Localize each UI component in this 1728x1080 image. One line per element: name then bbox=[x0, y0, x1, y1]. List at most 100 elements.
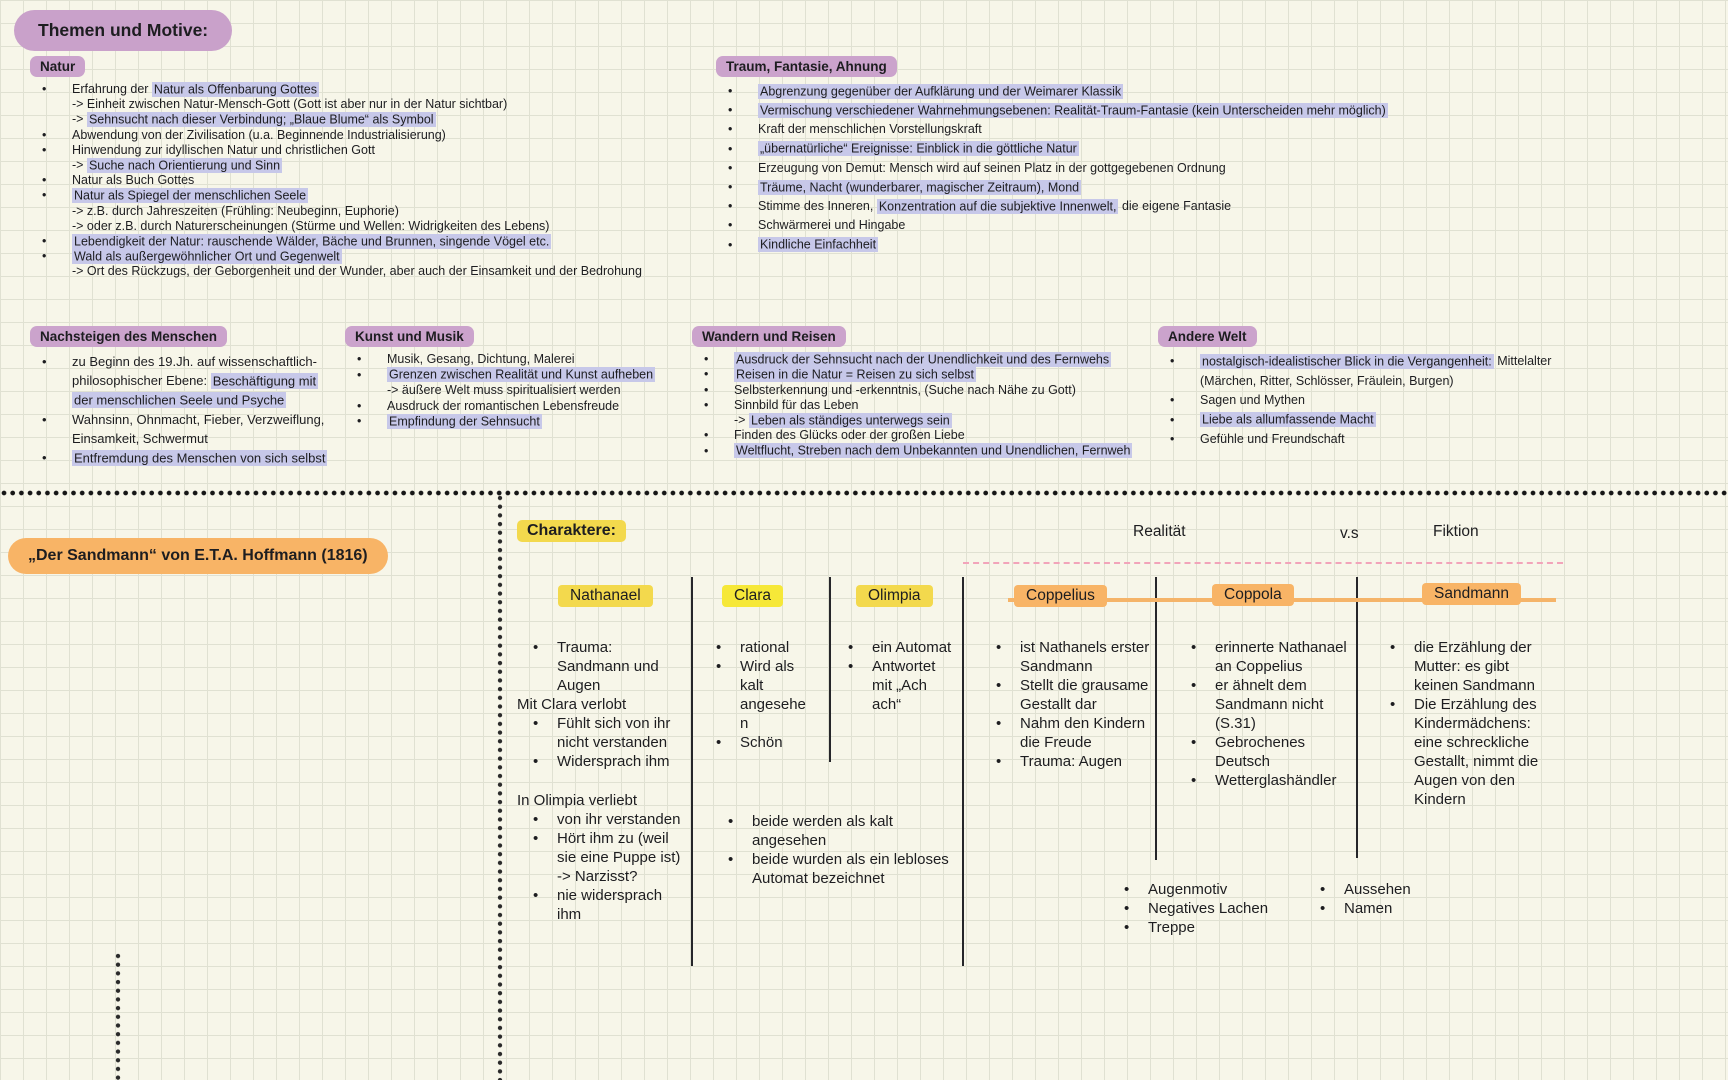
character-column-sandmann: die Erzählung der Mutter: es gibt keinen… bbox=[1374, 638, 1556, 809]
highlighted-text: Konzentration auf die subjektive Innenwe… bbox=[876, 198, 1119, 214]
note-text: Natur als Buch Gottes bbox=[72, 173, 195, 188]
note-line: -> Leben als ständiges unterwegs sein bbox=[692, 412, 1172, 428]
dotted-divider-horizontal bbox=[0, 489, 1728, 497]
note-line: erinnerte Nathanael an Coppelius bbox=[1175, 638, 1351, 676]
section-natur-list: Erfahrung der Natur als Offenbarung Gott… bbox=[30, 81, 720, 280]
note-text: Hinwendung zur idyllischen Natur und chr… bbox=[72, 142, 375, 157]
note-line: -> oder z.B. durch Naturerscheinungen (S… bbox=[30, 219, 720, 234]
note-line: von ihr verstanden bbox=[517, 810, 692, 829]
section-traum-title: Traum, Fantasie, Ahnung bbox=[716, 56, 897, 77]
note-text: Kraft der menschlichen Vorstellungskraft bbox=[758, 122, 982, 137]
section-natur-title: Natur bbox=[30, 56, 86, 77]
note-line: Namen bbox=[1304, 899, 1464, 918]
clara-notes: rationalWird als kalt angesehe nSchön bbox=[700, 638, 822, 752]
note-line: Empfindung der Sehnsucht bbox=[345, 413, 680, 430]
note-line: Abgrenzung gegenüber der Aufklärung und … bbox=[716, 82, 1480, 101]
note-text: In Olimpia verliebt bbox=[517, 792, 638, 809]
highlighted-text: Empfindung der Sehnsucht bbox=[387, 413, 542, 429]
note-line: Träume, Nacht (wunderbarer, magischer Ze… bbox=[716, 178, 1480, 197]
highlighted-text: Wald als außergewöhnlicher Ort und Gegen… bbox=[72, 248, 342, 264]
sandmann-notes: die Erzählung der Mutter: es gibt keinen… bbox=[1374, 638, 1556, 809]
note-text: -> bbox=[72, 158, 87, 173]
note-text: Hört ihm zu (weil sie eine Puppe ist) ->… bbox=[557, 830, 681, 885]
note-line: die Erzählung der Mutter: es gibt keinen… bbox=[1374, 638, 1556, 695]
note-line: Weltflucht, Streben nach dem Unbekannten… bbox=[692, 443, 1172, 459]
note-line: Vermischung verschiedener Wahrnehmungseb… bbox=[716, 101, 1480, 121]
section-traum-list: Abgrenzung gegenüber der Aufklärung und … bbox=[716, 82, 1480, 255]
highlighted-text: Grenzen zwischen Realität und Kunst aufh… bbox=[387, 367, 656, 382]
section-kunst-list: Musik, Gesang, Dichtung, MalereiGrenzen … bbox=[345, 352, 680, 430]
note-line: -> äußere Welt muss spiritualisiert werd… bbox=[345, 383, 680, 399]
note-line: -> Ort des Rückzugs, der Geborgenheit un… bbox=[30, 264, 720, 279]
note-line: Aussehen bbox=[1304, 880, 1464, 899]
note-line: Abwendung von der Zivilisation (u.a. Beg… bbox=[30, 128, 720, 143]
highlighted-text: Suche nach Orientierung und Sinn bbox=[86, 157, 283, 173]
note-text: Schwärmerei und Hingabe bbox=[758, 218, 906, 233]
note-line: Selbsterkennung und -erkenntnis, (Suche … bbox=[692, 382, 1172, 399]
coppelius-notes: ist Nathanels erster SandmannStellt die … bbox=[980, 638, 1150, 771]
note-line: nie widersprach ihm bbox=[517, 886, 692, 924]
note-line: er ähnelt dem Sandmann nicht (S.31) bbox=[1175, 676, 1351, 733]
note-text: ist Nathanels erster Sandmann bbox=[1020, 639, 1150, 675]
section-nachsteigen-list: zu Beginn des 19.Jh. auf wissenschaftlic… bbox=[30, 352, 332, 468]
note-line: Sinnbild für das Leben bbox=[692, 398, 1172, 414]
character-header-clara: Clara bbox=[722, 585, 784, 607]
character-column-coppola: erinnerte Nathanael an Coppeliuser ähnel… bbox=[1175, 638, 1351, 790]
shared-notes-clara-olimpia: beide werden als kalt angesehenbeide wur… bbox=[712, 812, 962, 888]
note-line: beide werden als kalt angesehen bbox=[712, 812, 962, 850]
dotted-divider-bottom-left bbox=[114, 952, 122, 1080]
note-text: Stimme des Inneren, bbox=[758, 199, 877, 214]
note-line: Wald als außergewöhnlicher Ort und Gegen… bbox=[30, 248, 720, 265]
section-wandern-title: Wandern und Reisen bbox=[692, 326, 846, 347]
book-title: „Der Sandmann“ von E.T.A. Hoffmann (1816… bbox=[8, 538, 388, 574]
note-line: Hört ihm zu (weil sie eine Puppe ist) ->… bbox=[517, 829, 692, 886]
highlighted-text: nostalgisch-idealistischer Blick in die … bbox=[1200, 353, 1494, 369]
note-line: Musik, Gesang, Dichtung, Malerei bbox=[345, 352, 680, 368]
highlighted-text: Liebe als allumfassende Macht bbox=[1200, 412, 1376, 427]
note-text: Fühlt sich von ihr nicht verstanden bbox=[557, 715, 671, 751]
note-line: Ausdruck der Sehnsucht nach der Unendlic… bbox=[692, 351, 1172, 368]
spacer bbox=[517, 771, 692, 791]
note-text: Widersprach ihm bbox=[557, 753, 670, 770]
table-separator-clara-olimpia bbox=[829, 577, 831, 762]
note-text: -> Einheit zwischen Natur-Mensch-Gott (G… bbox=[72, 97, 508, 112]
note-text: -> bbox=[734, 413, 749, 428]
note-text: Nahm den Kindern die Freude bbox=[1020, 715, 1146, 751]
olimpia-notes: ein AutomatAntwortet mit „Ach ach“ bbox=[832, 638, 958, 714]
note-line: Wahnsinn, Ohnmacht, Fieber, Verzweiflung… bbox=[30, 410, 332, 449]
note-line: Die Erzählung des Kindermädchens: eine s… bbox=[1374, 695, 1556, 809]
note-line: Sagen und Mythen bbox=[1158, 391, 1558, 411]
note-text: beide wurden als ein lebloses Automat be… bbox=[752, 851, 949, 887]
note-line: Gebrochenes Deutsch bbox=[1175, 733, 1351, 771]
table-separator-nathanael-clara bbox=[691, 577, 693, 966]
highlighted-text: Natur als Offenbarung Gottes bbox=[151, 81, 319, 97]
note-text: Erzeugung von Demut: Mensch wird auf sei… bbox=[758, 160, 1226, 175]
shared-motifs-coppelius-coppola: AugenmotivNegatives LachenTreppe bbox=[1108, 880, 1308, 937]
note-line: Wetterglashändler bbox=[1175, 771, 1351, 790]
charaktere-label: Charaktere: bbox=[517, 520, 626, 542]
coppola-notes: erinnerte Nathanael an Coppeliuser ähnel… bbox=[1175, 638, 1351, 790]
note-text: Die Erzählung des Kindermädchens: eine s… bbox=[1414, 696, 1539, 808]
note-text: Selbsterkennung und -erkenntnis, (Suche … bbox=[734, 382, 1076, 397]
note-line: Schwärmerei und Hingabe bbox=[716, 216, 1480, 235]
note-text: Gefühle und Freundschaft bbox=[1200, 432, 1345, 446]
note-text: Antwortet mit „Ach ach“ bbox=[872, 658, 936, 713]
table-separator-coppelius-coppola bbox=[1155, 577, 1157, 860]
highlighted-text: Weltflucht, Streben nach dem Unbekannten… bbox=[734, 443, 1133, 459]
note-line: Erzeugung von Demut: Mensch wird auf sei… bbox=[716, 159, 1480, 178]
note-text: -> bbox=[72, 112, 87, 127]
highlighted-text: Lebendigkeit der Natur: rauschende Wälde… bbox=[72, 233, 552, 249]
vs-label: v.s bbox=[1340, 525, 1359, 542]
highlighted-text: Leben als ständiges unterwegs sein bbox=[748, 412, 952, 428]
character-header-nathanael: Nathanael bbox=[558, 585, 653, 607]
note-text: erinnerte Nathanael an Coppelius bbox=[1215, 639, 1347, 675]
note-text: Wird als kalt angesehe n bbox=[740, 658, 806, 732]
note-text: -> Ort des Rückzugs, der Geborgenheit un… bbox=[72, 264, 642, 279]
note-text: zu Beginn des 19.Jh. auf wissenschaftlic… bbox=[72, 354, 317, 389]
section-andere-list: nostalgisch-idealistischer Blick in die … bbox=[1158, 352, 1558, 450]
highlighted-text: Kindliche Einfachheit bbox=[758, 237, 879, 253]
section-andere-title: Andere Welt bbox=[1158, 326, 1257, 347]
note-line: Grenzen zwischen Realität und Kunst aufh… bbox=[345, 367, 680, 384]
realitaet-label: Realität bbox=[1133, 523, 1186, 540]
